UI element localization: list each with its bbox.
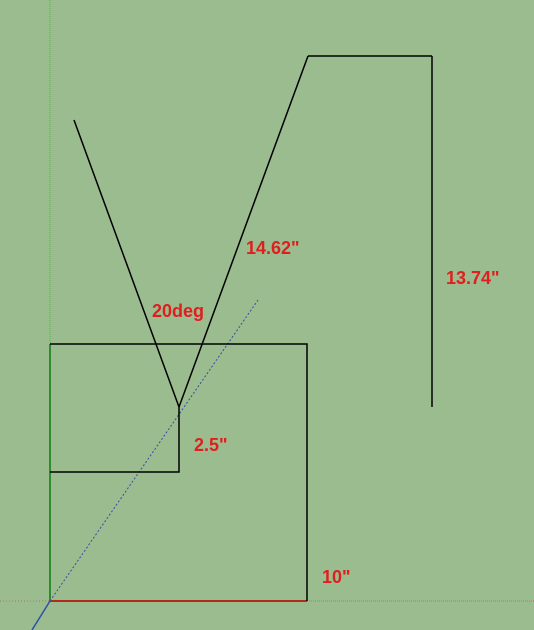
- left-arm-edge[interactable]: [73, 119, 180, 408]
- base-width-label: 10": [322, 567, 351, 587]
- blue-axis-dotted: [49, 299, 259, 602]
- small-height-label: 2.5": [194, 435, 228, 455]
- angle-label: 20deg: [152, 301, 205, 321]
- slant-length-label: 14.62": [246, 238, 300, 258]
- base-rectangle[interactable]: [50, 343, 308, 601]
- right-arm-edge[interactable]: [178, 55, 309, 408]
- model-edges[interactable]: [50, 55, 433, 601]
- vertical-length-label: 13.74": [446, 268, 500, 288]
- inner-step[interactable]: [50, 407, 180, 473]
- blue-axis-solid: [31, 600, 51, 630]
